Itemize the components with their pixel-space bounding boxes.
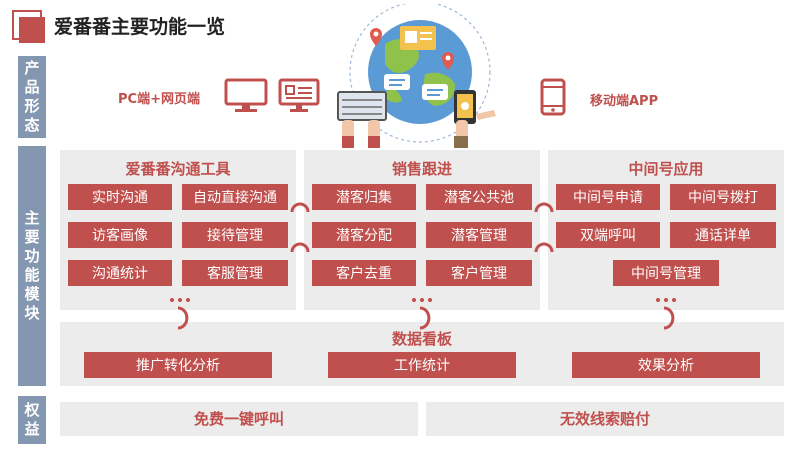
- page-title: 爱番番主要功能一览: [54, 16, 226, 38]
- module-item: 潜客归集: [312, 184, 416, 210]
- webpage-icon: [278, 78, 320, 112]
- dashboard-item: 工作统计: [328, 352, 516, 378]
- module-item: 中间号申请: [556, 184, 660, 210]
- pc-platform-label: PC端+网页端: [118, 92, 200, 107]
- chain-link-icon: [290, 202, 310, 253]
- monitor-icon: [224, 78, 268, 112]
- module-item: 双端呼叫: [556, 222, 660, 248]
- dashboard-title: 数据看板: [391, 330, 452, 348]
- module-item: 实时沟通: [68, 184, 172, 210]
- module-item: 沟通统计: [68, 260, 172, 286]
- connector-icon: [170, 298, 190, 330]
- module-item: 潜客公共池: [426, 184, 532, 210]
- module-item: 通话详单: [670, 222, 776, 248]
- mobile-platform-label: 移动端APP: [590, 94, 659, 109]
- side-label-benefits: 权益: [18, 396, 46, 444]
- chain-link-icon: [534, 202, 554, 253]
- module-item: 中间号拨打: [670, 184, 776, 210]
- benefit-compensation: 无效线索赔付: [426, 402, 784, 436]
- module-item: 自动直接沟通: [182, 184, 288, 210]
- module-item: 中间号管理: [613, 260, 719, 286]
- module-item: 客服管理: [182, 260, 288, 286]
- connector-icon: [656, 298, 676, 330]
- connector-icon: [412, 298, 432, 330]
- dashboard-item: 效果分析: [572, 352, 760, 378]
- side-label-main-modules: 主要功能模块: [18, 146, 46, 386]
- benefit-free-call: 免费一键呼叫: [60, 402, 418, 436]
- module-item: 潜客分配: [312, 222, 416, 248]
- mobile-phone-icon: [540, 78, 566, 116]
- module-item: 客户管理: [426, 260, 532, 286]
- module-item: 访客画像: [68, 222, 172, 248]
- sales-title: 销售跟进: [391, 160, 452, 178]
- logo-block: [19, 17, 45, 43]
- number-title: 中间号应用: [628, 160, 704, 178]
- module-item: 接待管理: [182, 222, 288, 248]
- module-item: 客户去重: [312, 260, 416, 286]
- module-item: 潜客管理: [426, 222, 532, 248]
- side-label-product-form: 产品形态: [18, 56, 46, 138]
- globe-illustration: [337, 4, 496, 148]
- communication-title: 爱番番沟通工具: [125, 160, 231, 178]
- dashboard-item: 推广转化分析: [84, 352, 272, 378]
